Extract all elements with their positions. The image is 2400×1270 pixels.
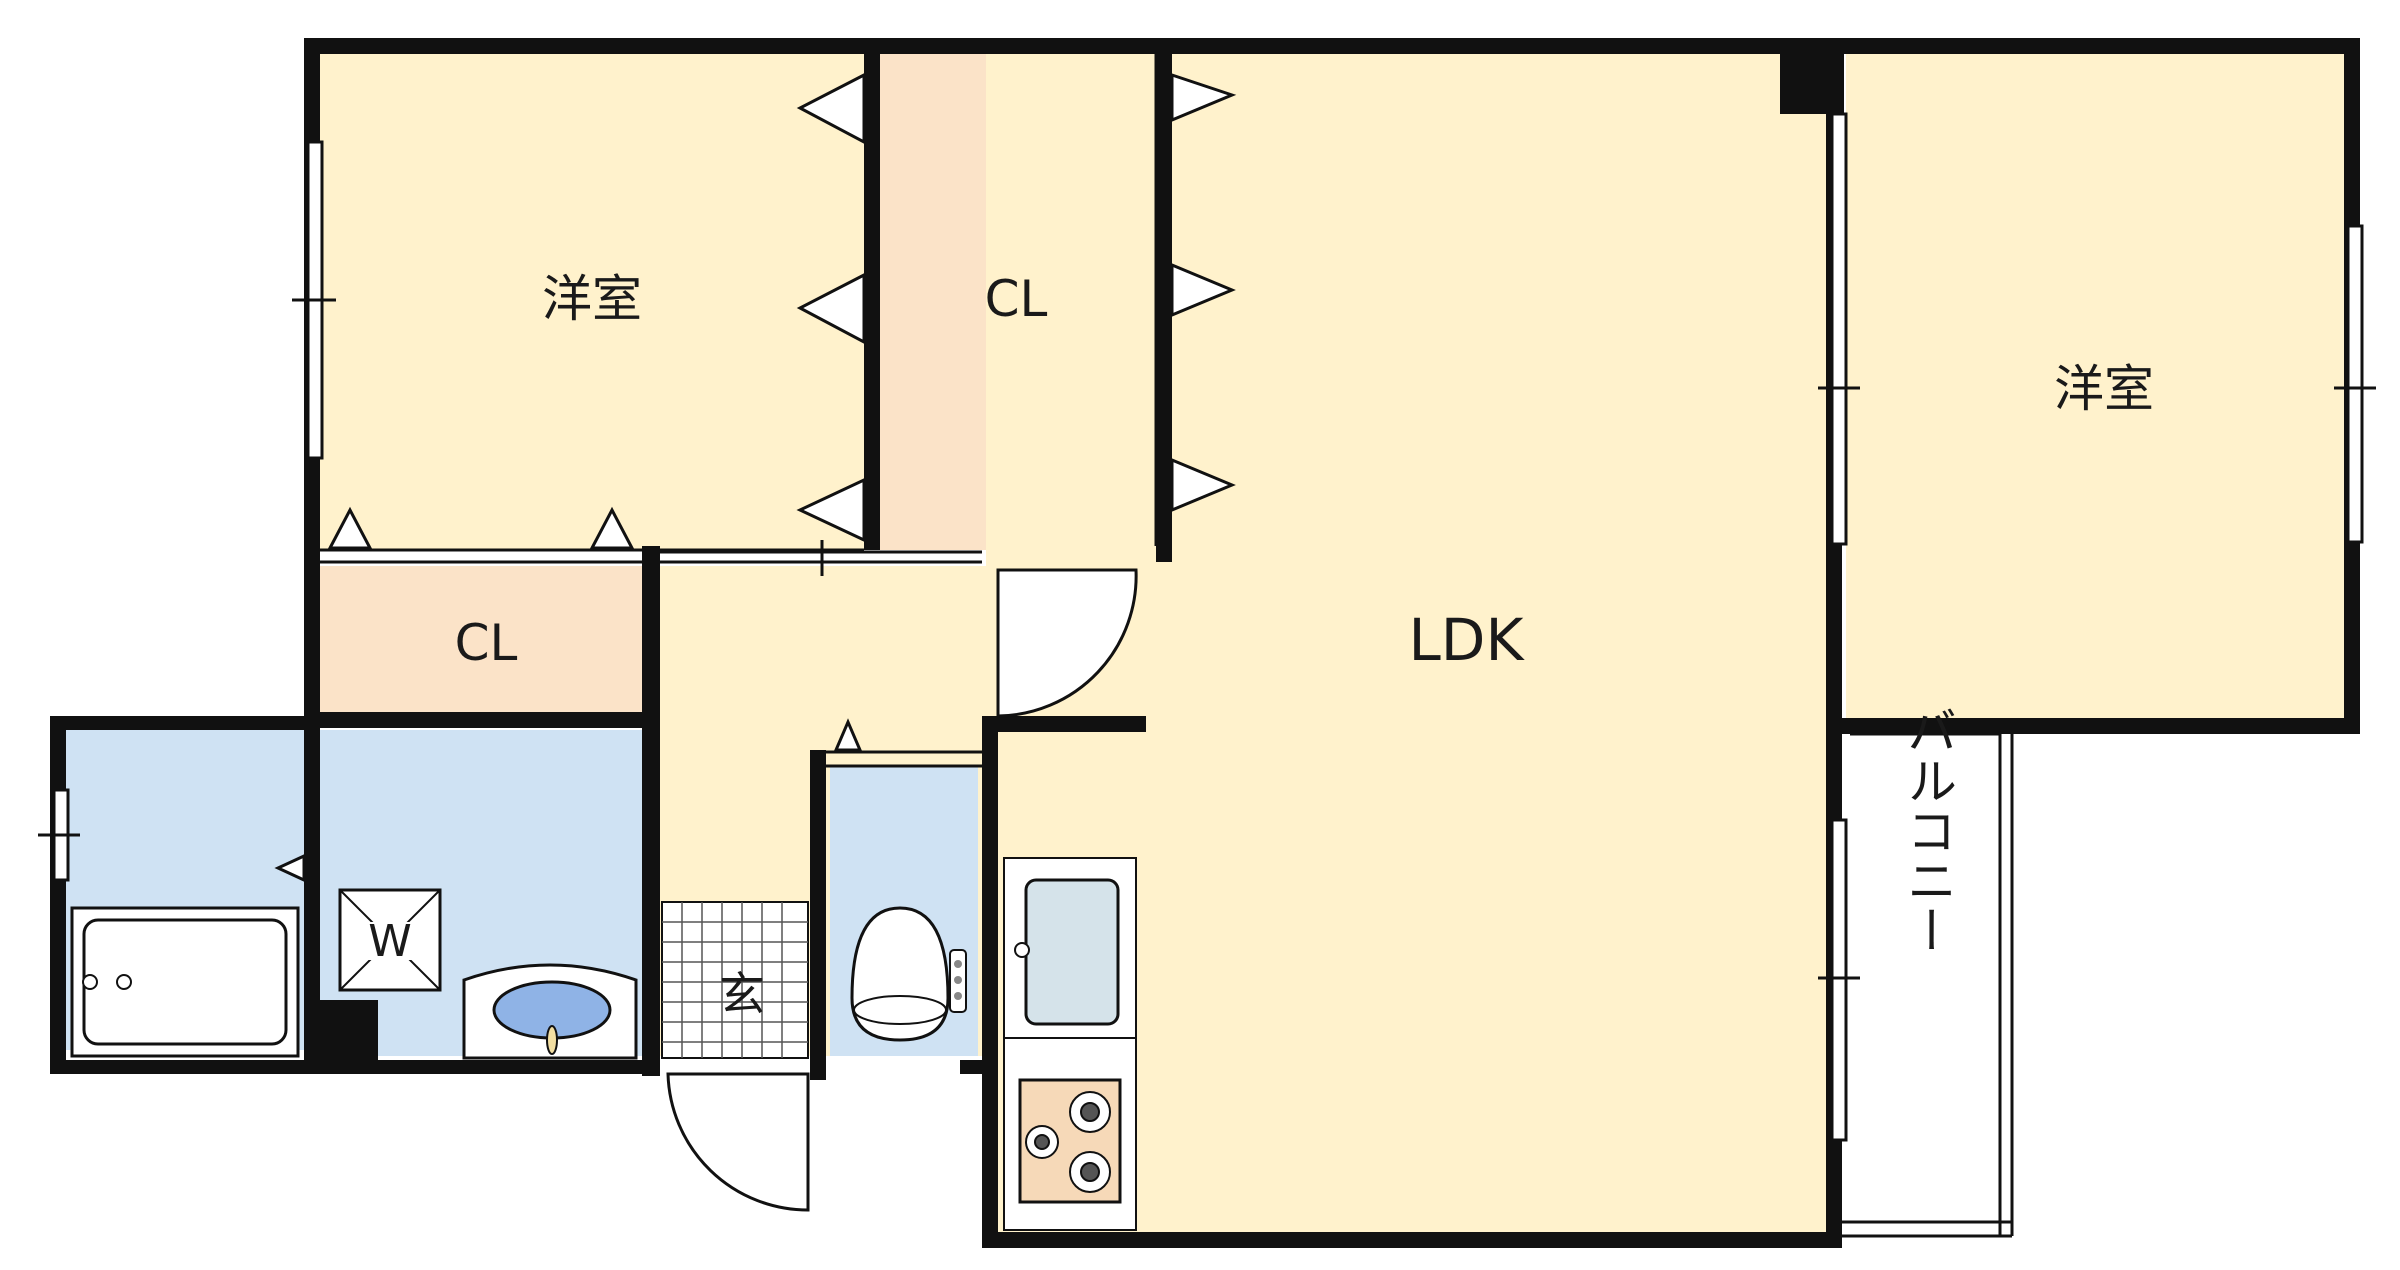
gas-stove [1003,1037,1137,1231]
western-room-2-label: 洋室 [2054,360,2154,418]
ldk-label: LDK [1408,606,1525,674]
entrance-label: 玄 [719,967,765,1021]
western-room-2-area [1846,52,2354,724]
closet-upper-label: CL [985,270,1048,328]
door-swings [666,568,1138,1212]
balcony-area [1850,734,2000,1234]
windows [38,112,2376,1142]
western-room-1-label: 洋室 [542,270,642,328]
walls [50,38,2360,1248]
closet-door-markers [274,72,1237,883]
washer-label: W [368,916,412,967]
washer-icon [338,888,442,992]
partitions [306,54,2014,1238]
toilet [850,906,967,1042]
balcony-label: バルコニー [1899,705,1957,955]
kitchen-sink [1003,857,1137,1039]
entrance-tiles [661,901,809,1059]
western-room-1-area [316,52,868,550]
bathtub [70,906,300,1058]
closet-lower-label: CL [455,614,518,672]
closet-lower-area [316,566,646,714]
wash-basin [462,963,638,1060]
